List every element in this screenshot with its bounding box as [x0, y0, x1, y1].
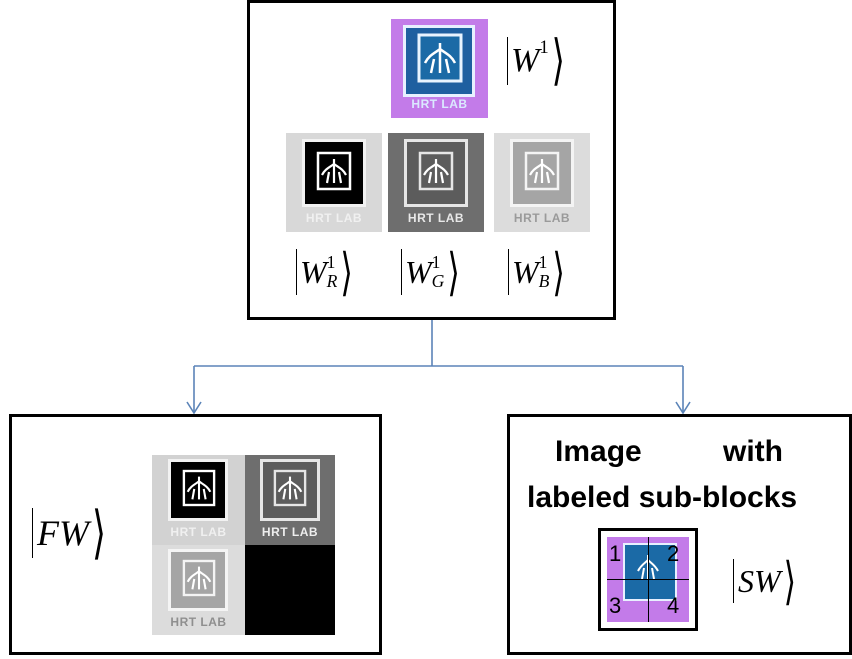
sub-block-label-4: 4 [667, 593, 680, 618]
logo-text-r: HRT LAB [305, 211, 363, 225]
left-arrowhead [186, 401, 202, 415]
bird-logo-icon [182, 559, 216, 602]
blue-channel-tile: HRT LAB [494, 133, 590, 232]
fw-tile-4-empty [245, 545, 335, 635]
ket-w1-b: W 1 B ⟩ [508, 243, 565, 301]
ket-sw: SW ⟩ [733, 552, 796, 610]
fw-tile-1: HRT LAB [152, 455, 245, 545]
caption-with: with [723, 435, 783, 468]
logo-text: HRT LAB [261, 525, 319, 539]
right-panel: Image with labeled sub-blocks 1 2 3 4 SW… [507, 414, 852, 655]
green-channel-tile: HRT LAB [388, 133, 484, 232]
caption-image: Image [555, 435, 642, 468]
logo-text-g: HRT LAB [407, 211, 465, 225]
color-image-tile: HRT LAB [391, 19, 488, 118]
logo-text: HRT LAB [411, 97, 468, 111]
sub-block-label-1: 1 [609, 541, 622, 566]
right-arrowhead [675, 401, 691, 415]
left-panel: FW ⟩ HRT LAB HRT LAB [9, 414, 382, 655]
logo-text: HRT LAB [170, 525, 227, 539]
bird-logo-icon [182, 469, 216, 512]
ket-w1-g: W 1 G ⟩ [401, 243, 460, 301]
caption-labeled-sub-blocks: labeled sub-blocks [527, 481, 798, 514]
sub-block-label-3: 3 [609, 593, 622, 618]
bird-logo-icon [417, 33, 463, 88]
bird-logo-icon [524, 151, 560, 196]
ket-w1-r: W 1 R ⟩ [296, 243, 353, 301]
sub-block-label-2: 2 [667, 541, 680, 566]
fw-tile-2: HRT LAB [245, 455, 335, 545]
bird-logo-icon [418, 151, 454, 196]
bird-logo-icon [273, 469, 307, 512]
logo-text-b: HRT LAB [513, 211, 571, 225]
logo-text: HRT LAB [170, 615, 227, 629]
ket-fw: FW ⟩ [32, 501, 106, 565]
bird-logo-icon [316, 151, 352, 196]
red-channel-tile: HRT LAB [286, 133, 382, 232]
sub-block-image: 1 2 3 4 [598, 528, 698, 631]
fw-tile-3: HRT LAB [152, 545, 245, 635]
